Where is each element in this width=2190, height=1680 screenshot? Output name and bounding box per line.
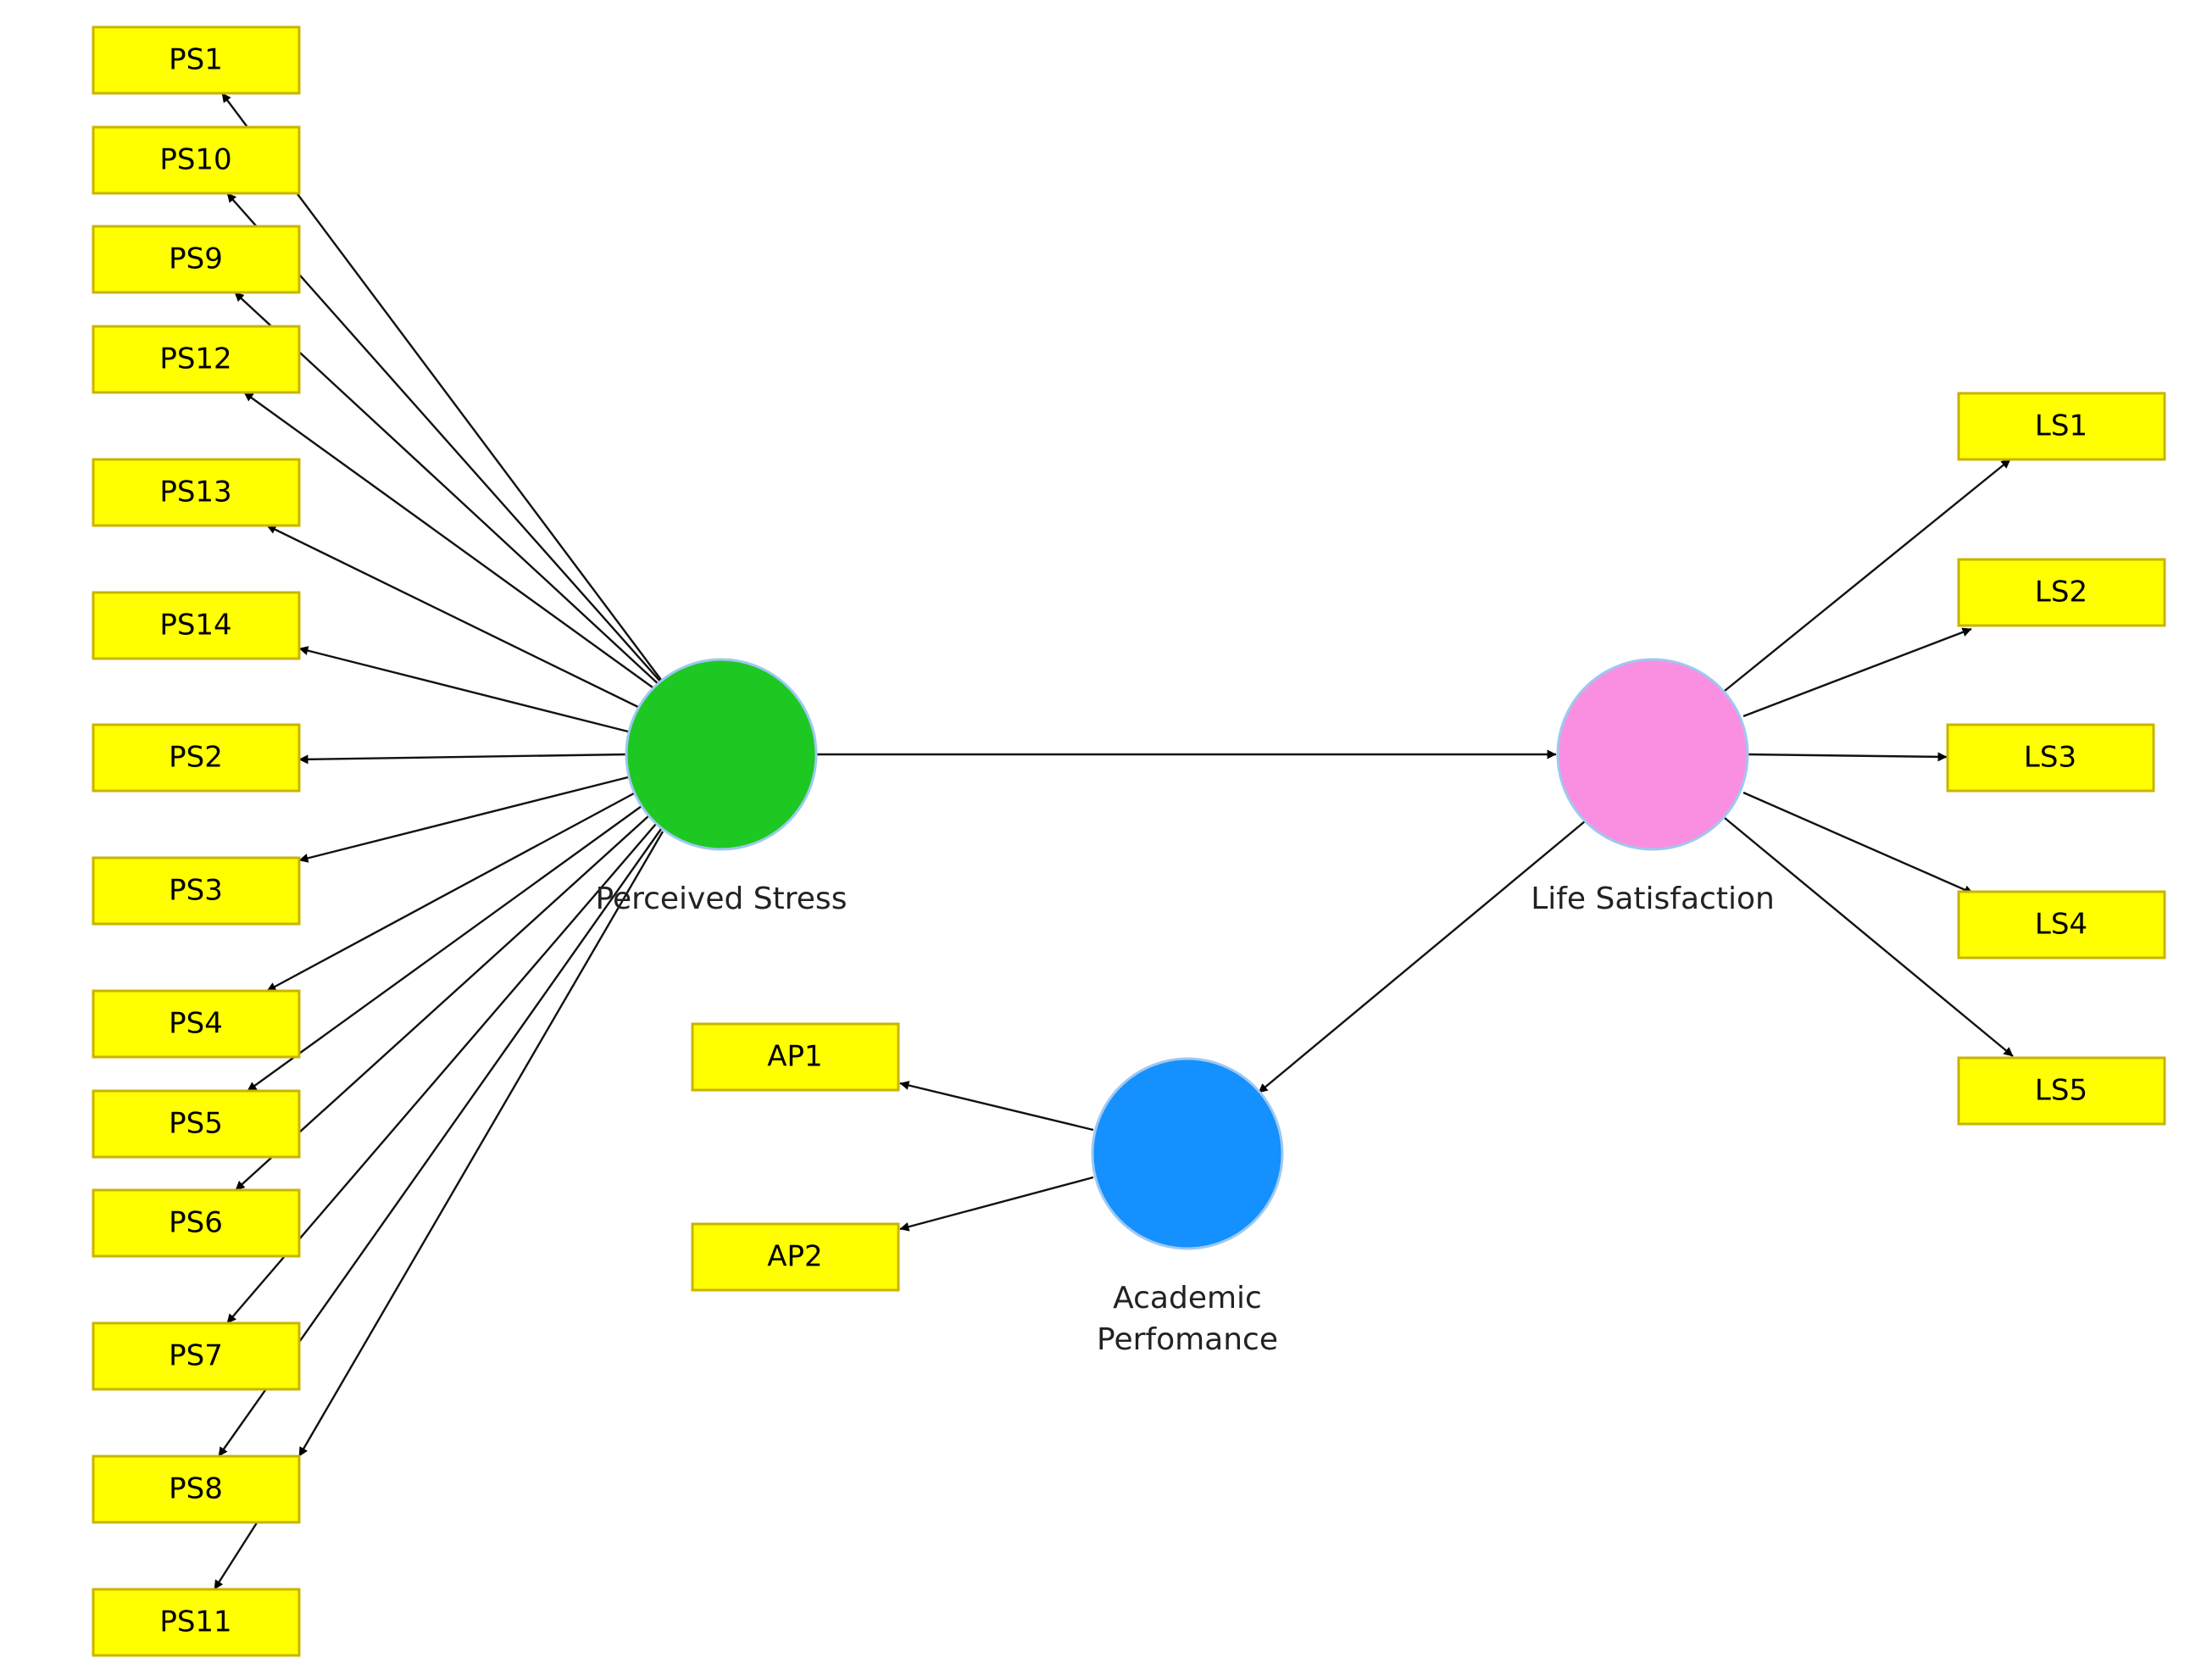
construct-circle[interactable] [625, 658, 818, 851]
construct-circle[interactable] [1091, 1057, 1284, 1250]
indicator-label: PS4 [169, 1007, 223, 1041]
indicator-label: PS9 [169, 242, 223, 276]
indicator-label: PS14 [159, 609, 231, 643]
indicator-label: LS5 [2035, 1074, 2087, 1108]
indicator-label: LS4 [2035, 908, 2087, 942]
indicator-label: PS10 [159, 143, 231, 177]
indicator-ls4[interactable]: LS4 [1957, 890, 2166, 960]
perceived-stress-indicators: PS1 PS10 PS9 PS12 PS13 PS14 PS2 PS3 [92, 25, 301, 1657]
edge-ls-ls3 [1747, 752, 1948, 762]
indicator-label: PS12 [159, 342, 231, 376]
edges-layer [213, 92, 2014, 1590]
indicator-ps10[interactable]: PS10 [92, 125, 301, 195]
edge-ap-ap1 [899, 1081, 1094, 1132]
construct-label-line1: Academic [1113, 1281, 1262, 1316]
edge-ps-ps3 [298, 776, 629, 863]
indicator-ps5[interactable]: PS5 [92, 1089, 301, 1159]
edge-ps-ps6 [235, 815, 650, 1191]
life-satisfaction-indicators: LS1 LS2 LS3 LS4 LS5 [1946, 392, 2166, 1126]
indicator-ls2[interactable]: LS2 [1957, 558, 2166, 627]
indicator-ls5[interactable]: LS5 [1957, 1056, 2166, 1126]
edge-ls-ls5 [1724, 817, 2014, 1057]
edge-ls-ls2 [1743, 627, 1972, 718]
indicator-ls3[interactable]: LS3 [1946, 723, 2155, 793]
indicator-label: AP2 [767, 1240, 822, 1274]
indicator-ps1[interactable]: PS1 [92, 25, 301, 95]
indicator-label: PS11 [159, 1605, 231, 1639]
indicator-ps13[interactable]: PS13 [92, 458, 301, 527]
edge-ps-ps4 [266, 792, 635, 993]
indicator-ps11[interactable]: PS11 [92, 1588, 301, 1657]
construct-label: Perceived Stress [596, 882, 848, 916]
edge-ps-ps5 [247, 805, 642, 1092]
edge-ls-ls1 [1724, 459, 2011, 692]
indicator-label: LS3 [2024, 741, 2076, 775]
construct-circle[interactable] [1556, 658, 1749, 851]
indicator-label: LS1 [2035, 409, 2087, 443]
edge-ps-ps14 [298, 646, 629, 733]
indicator-label: PS7 [169, 1339, 223, 1373]
indicator-label: PS6 [169, 1206, 223, 1240]
indicator-ps7[interactable]: PS7 [92, 1321, 301, 1391]
indicator-ap2[interactable]: AP2 [691, 1222, 900, 1292]
indicator-ap1[interactable]: AP1 [691, 1022, 900, 1092]
indicator-label: PS3 [169, 874, 223, 908]
construct-label-line2: Perfomance [1097, 1322, 1278, 1357]
indicator-ps9[interactable]: PS9 [92, 225, 301, 294]
constructs-layer: Perceived Stress Life Satisfaction Acade… [596, 658, 1775, 1357]
indicator-ps4[interactable]: PS4 [92, 989, 301, 1059]
indicator-ps12[interactable]: PS12 [92, 325, 301, 394]
indicator-ps6[interactable]: PS6 [92, 1188, 301, 1258]
construct-label: Life Satisfaction [1531, 882, 1775, 916]
construct-life-satisfaction[interactable]: Life Satisfaction [1531, 658, 1775, 916]
indicator-ps8[interactable]: PS8 [92, 1455, 301, 1524]
indicator-label: PS5 [169, 1107, 223, 1141]
construct-academic-performance[interactable]: Academic Perfomance [1091, 1057, 1284, 1357]
edge-ps-ps9 [234, 292, 661, 687]
edge-ps-ps11-upper [297, 831, 664, 1457]
indicator-label: PS8 [169, 1472, 223, 1506]
edge-ls-to-ap [1258, 821, 1586, 1093]
indicator-label: AP1 [767, 1040, 822, 1074]
construct-perceived-stress[interactable]: Perceived Stress [596, 658, 848, 916]
indicator-ls1[interactable]: LS1 [1957, 392, 2166, 461]
indicator-label: PS2 [169, 741, 223, 775]
edge-ls-ls4 [1743, 791, 1974, 895]
edge-ps-ps2 [298, 753, 627, 765]
indicator-ps14[interactable]: PS14 [92, 591, 301, 660]
indicator-label: PS13 [159, 476, 231, 509]
indicator-label: LS2 [2035, 576, 2087, 609]
edge-ps-ps13 [266, 524, 646, 712]
indicator-label: PS1 [169, 43, 223, 77]
edge-ps-ps12 [243, 392, 659, 693]
academic-performance-indicators: AP1 AP2 [691, 1022, 900, 1292]
indicator-ps3[interactable]: PS3 [92, 856, 301, 926]
edge-ap-ap2 [899, 1176, 1094, 1232]
indicator-ps2[interactable]: PS2 [92, 723, 301, 793]
